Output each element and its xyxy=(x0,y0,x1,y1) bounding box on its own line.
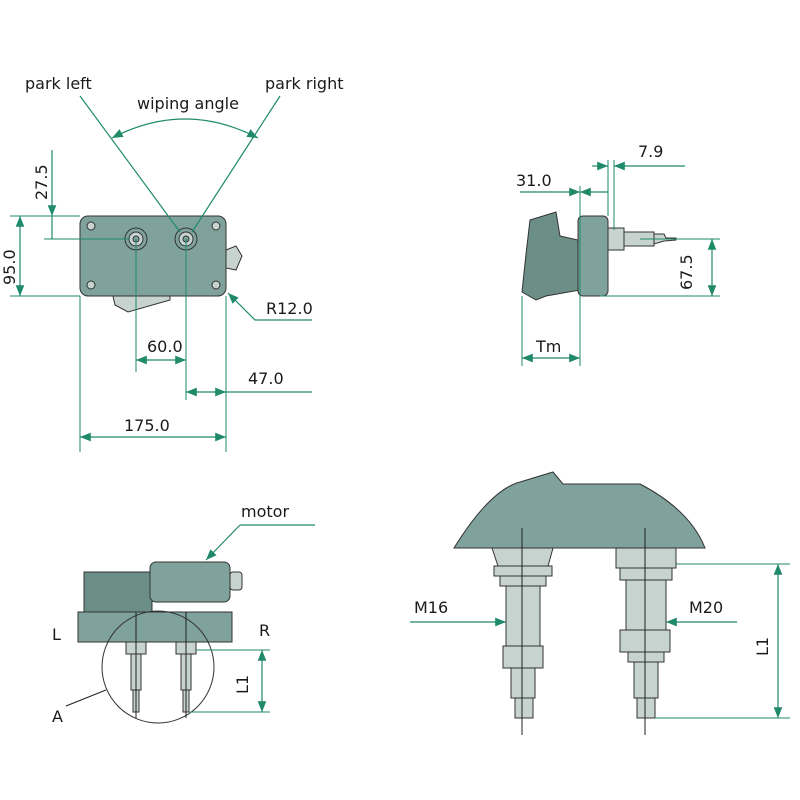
mount-holes xyxy=(86,221,221,290)
wiping-angle-arc xyxy=(111,118,259,139)
flange-side xyxy=(577,215,609,297)
detail-a-label: A xyxy=(52,707,63,726)
dim-r12-0: R12.0 xyxy=(266,299,313,318)
side-view: 31.0 7.9 67.5 Tm xyxy=(516,142,720,366)
dim-67-5: 67.5 xyxy=(677,254,696,290)
motor-body xyxy=(149,561,231,603)
motor-label: motor xyxy=(241,502,289,521)
right-label: R xyxy=(259,621,270,640)
dim-tm: Tm xyxy=(535,337,561,356)
front-view: motor L R L1 A xyxy=(52,502,315,726)
dim-95-0: 95.0 xyxy=(0,249,19,285)
gearbox-front xyxy=(83,571,153,615)
l1-label-left: L1 xyxy=(233,675,252,694)
left-label: L xyxy=(52,625,61,644)
m20-shaft xyxy=(625,579,667,631)
dim-60-0: 60.0 xyxy=(147,337,183,356)
dim-27-5: 27.5 xyxy=(32,164,51,200)
dim-7-9: 7.9 xyxy=(638,142,663,161)
l1-label-right: L1 xyxy=(753,637,772,656)
shaft-detail-view: M16 M20 L1 xyxy=(410,471,790,735)
wiping-angle-label: wiping angle xyxy=(137,94,239,113)
park-right-label: park right xyxy=(265,74,343,93)
dim-175-0: 175.0 xyxy=(124,416,170,435)
dim-31-0: 31.0 xyxy=(516,171,552,190)
housing-dome xyxy=(453,471,706,549)
gear-housing-side xyxy=(521,211,581,301)
base-plate xyxy=(77,611,233,643)
m16-shaft xyxy=(505,585,541,647)
detail-a-circle xyxy=(101,610,215,724)
gearbox-housing xyxy=(79,215,227,297)
top-view: park left park right wiping angle 27.5 9… xyxy=(0,74,343,452)
park-left-label: park left xyxy=(25,74,92,93)
m16-label: M16 xyxy=(414,598,448,617)
side-connector xyxy=(225,245,243,271)
m20-label: M20 xyxy=(689,598,723,617)
dim-47-0: 47.0 xyxy=(248,369,284,388)
